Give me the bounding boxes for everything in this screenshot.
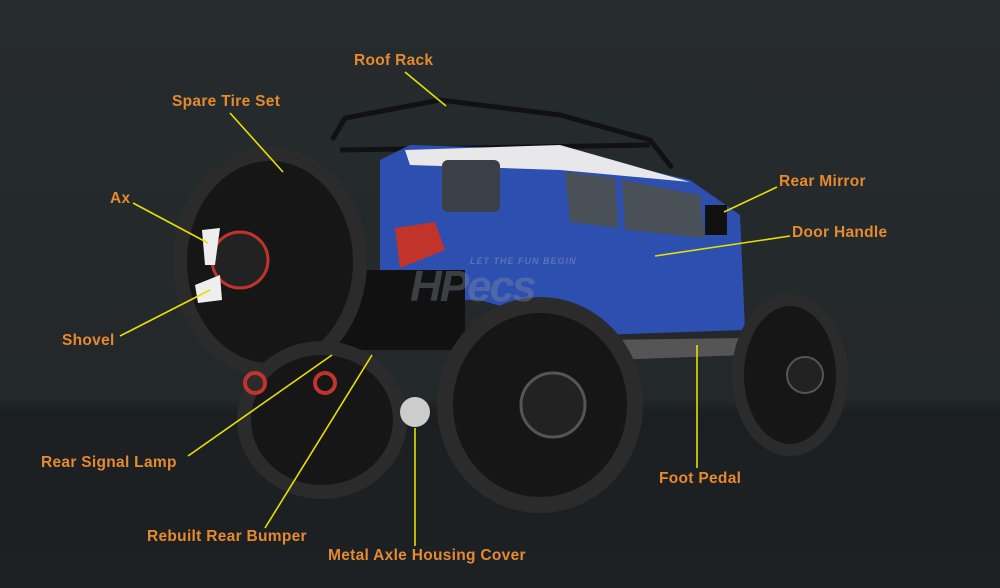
rear-mirror xyxy=(705,205,727,235)
tires xyxy=(173,147,848,513)
label-rear-signal-lamp: Rear Signal Lamp xyxy=(41,454,177,471)
leader-line-bumper xyxy=(264,354,373,529)
signal-lamp xyxy=(243,371,267,395)
label-rebuilt-rear-bumper: Rebuilt Rear Bumper xyxy=(147,528,307,545)
side-windows xyxy=(565,172,705,238)
rear-window xyxy=(442,160,500,212)
leader-line-signal-lamp xyxy=(187,354,333,457)
watermark-text: HPecs xyxy=(410,262,537,311)
shovel xyxy=(195,275,222,303)
label-metal-axle-housing-cover: Metal Axle Housing Cover xyxy=(328,547,526,564)
signal-lamp xyxy=(313,371,337,395)
label-rear-mirror: Rear Mirror xyxy=(779,173,866,190)
rear-lamp xyxy=(395,222,445,268)
axle-housing-cover xyxy=(400,397,430,427)
label-roof-rack: Roof Rack xyxy=(354,52,434,69)
leader-line-spare-tire xyxy=(229,112,284,173)
label-door-handle: Door Handle xyxy=(792,224,888,241)
foot-pedal xyxy=(600,338,745,360)
label-foot-pedal: Foot Pedal xyxy=(659,470,742,487)
leader-line-shovel xyxy=(119,289,211,337)
label-spare-tire-set: Spare Tire Set xyxy=(172,93,281,110)
label-ax: Ax xyxy=(110,190,131,207)
leader-line-rear-mirror xyxy=(723,186,778,213)
leader-line-roof-rack xyxy=(404,71,447,107)
truck-roof xyxy=(405,145,690,182)
ax xyxy=(202,228,220,265)
leader-line-ax xyxy=(132,202,209,244)
watermark-tagline: LET THE FUN BEGIN xyxy=(470,256,577,266)
leader-line-door-handle xyxy=(654,235,791,257)
label-shovel: Shovel xyxy=(62,332,115,349)
